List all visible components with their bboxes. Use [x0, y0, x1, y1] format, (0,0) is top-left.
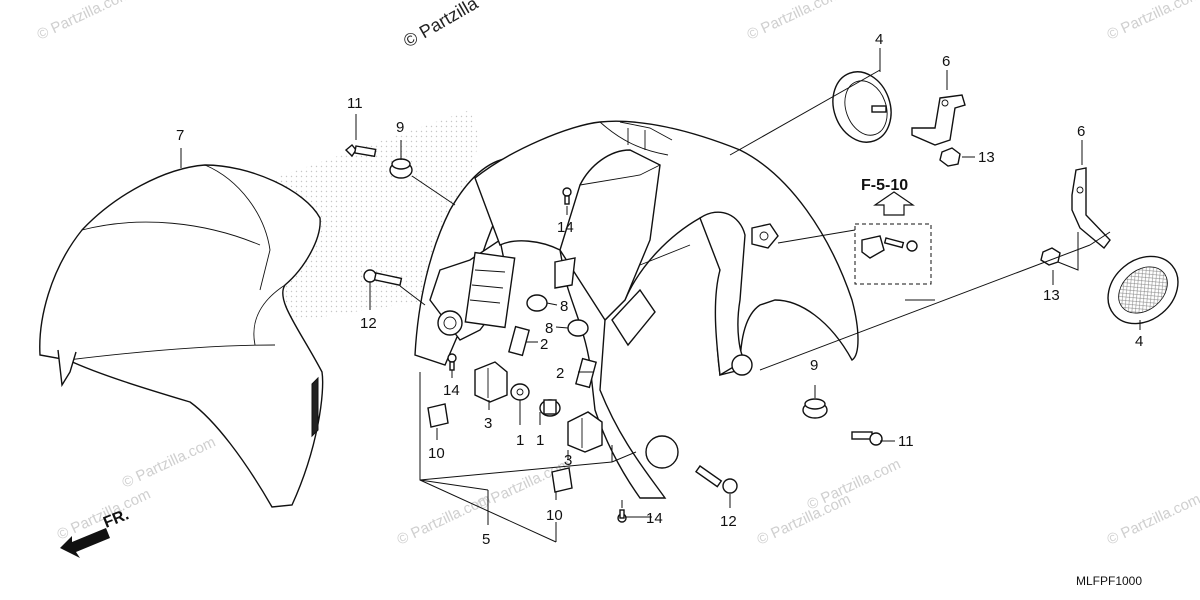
bush-1-b[interactable] [539, 399, 561, 417]
damper-3-a[interactable] [474, 361, 508, 403]
reference-label: F-5-10 [861, 177, 908, 194]
rubber-10-b[interactable] [551, 467, 573, 493]
callout-6: 6 [942, 53, 950, 70]
callout-4: 4 [875, 31, 883, 48]
screw-14-upper[interactable] [562, 187, 572, 205]
front-arrow-icon [60, 528, 110, 558]
callout-10: 10 [428, 445, 445, 462]
reflector-4-right[interactable] [1095, 243, 1192, 338]
reflector-4-upper[interactable] [823, 64, 900, 151]
front-fender[interactable] [474, 120, 859, 499]
stay-6-right[interactable] [1071, 167, 1111, 250]
reference-arrow [873, 191, 915, 216]
stay-6-upper[interactable] [911, 94, 966, 146]
grommet-9-lower[interactable] [802, 398, 828, 419]
bolt-12-lower[interactable] [695, 465, 738, 494]
screw-14-left[interactable] [447, 353, 457, 371]
callout-1: 1 [536, 432, 544, 449]
callout-3: 3 [484, 415, 492, 432]
watermark: © Partzilla.com [120, 434, 219, 492]
grommet-9-upper[interactable] [389, 158, 413, 179]
callout-14: 14 [646, 510, 663, 527]
callout-9: 9 [396, 119, 404, 136]
callout-7: 7 [176, 127, 184, 144]
nut-13-upper[interactable] [939, 147, 961, 167]
collar-8-b[interactable] [567, 319, 589, 337]
callout-12: 12 [720, 513, 737, 530]
callout-14: 14 [443, 382, 460, 399]
collar-8-a[interactable] [526, 294, 548, 312]
callout-5: 5 [482, 531, 490, 548]
callout-2: 2 [540, 336, 548, 353]
callout-14: 14 [557, 219, 574, 236]
callout-11: 11 [347, 95, 363, 112]
callout-10: 10 [546, 507, 563, 524]
callout-8: 8 [545, 320, 553, 337]
watermark: © Partzilla.com [805, 456, 904, 514]
watermark-top: © Partzilla [400, 0, 482, 51]
clip-2-a[interactable] [508, 325, 530, 357]
callout-2: 2 [556, 365, 564, 382]
callout-13: 13 [1043, 287, 1060, 304]
screw-14-lower[interactable] [617, 509, 627, 523]
damper-3-b[interactable] [567, 411, 603, 453]
callouts: 7 11 9 12 14 8 8 2 2 14 3 1 1 3 10 10 5 … [176, 31, 1143, 548]
bolt-11-upper[interactable] [344, 144, 377, 158]
clip-2-b[interactable] [575, 357, 597, 389]
callout-1: 1 [516, 432, 524, 449]
callout-12: 12 [360, 315, 377, 332]
watermark: © Partzilla.com [1105, 491, 1200, 549]
watermark: © Partzilla.com [1105, 0, 1200, 44]
callout-13: 13 [978, 149, 995, 166]
washer-1-a[interactable] [510, 383, 530, 401]
callout-6: 6 [1077, 123, 1085, 140]
callout-9: 9 [810, 357, 818, 374]
watermark: © Partzilla.com [745, 0, 844, 44]
callout-4: 4 [1135, 333, 1143, 350]
callout-3: 3 [564, 452, 572, 469]
watermark: © Partzilla.com [35, 0, 134, 44]
rubber-10-a[interactable] [427, 403, 449, 428]
leader-lines [180, 48, 1141, 543]
callout-8: 8 [560, 298, 568, 315]
callout-11: 11 [898, 433, 914, 450]
bolt-11-lower[interactable] [851, 431, 883, 446]
reference-box [854, 223, 932, 285]
diagram-code: MLFPF1000 [1076, 574, 1142, 588]
part-7-shroud[interactable] [39, 164, 324, 508]
